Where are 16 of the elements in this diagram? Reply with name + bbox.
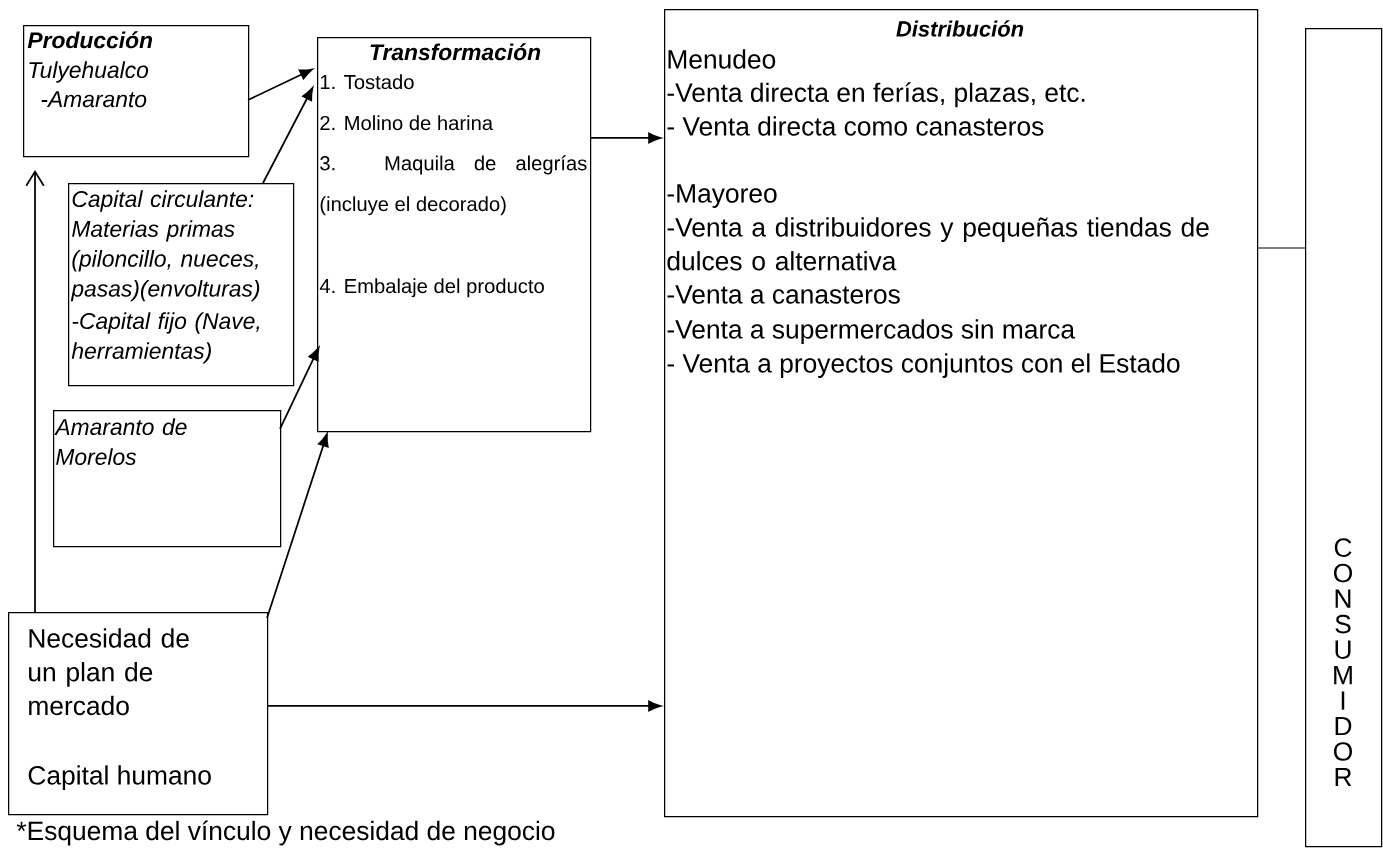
arrow [266, 433, 329, 619]
arrow [266, 700, 662, 712]
production-box: Producción Tulyehualco -Amaranto [23, 25, 250, 158]
consumer-box: CONSUMIDOR [1305, 28, 1383, 848]
arrow [262, 87, 314, 184]
process-box: Transformación 1. Tostado 2. Molino de harina 3. Maquila de alegrías (incluye el decorado) 4. Embalaje del producto [317, 37, 592, 433]
input-box: Capital circulante: Materias primas (piloncillo, nueces, pasas)(envolturas) -Capital fijo (Nave, herramientas) [68, 183, 295, 387]
arrow [589, 132, 662, 144]
arrow [279, 347, 320, 430]
arrow [247, 68, 313, 101]
caption: *Esquema del vínculo y necesidad de negocio [16, 820, 555, 846]
connector-line [1256, 247, 1306, 249]
distribution-box: Distribución Menudeo -Venta directa en ferías, plazas, etc. - Venta directa como canasteros -Mayoreo -Venta a distribuidores y pequeñas tiendas de dulces o alternativa -Venta a canasteros -Venta a supermercados sin marca - Venta a proyectos conjuntos con el Estado [664, 9, 1259, 818]
need-box: Necesidad de un plan de mercado Capital humano [8, 612, 269, 816]
input-box: Amaranto de Morelos [53, 410, 282, 548]
arrow [25, 170, 45, 613]
